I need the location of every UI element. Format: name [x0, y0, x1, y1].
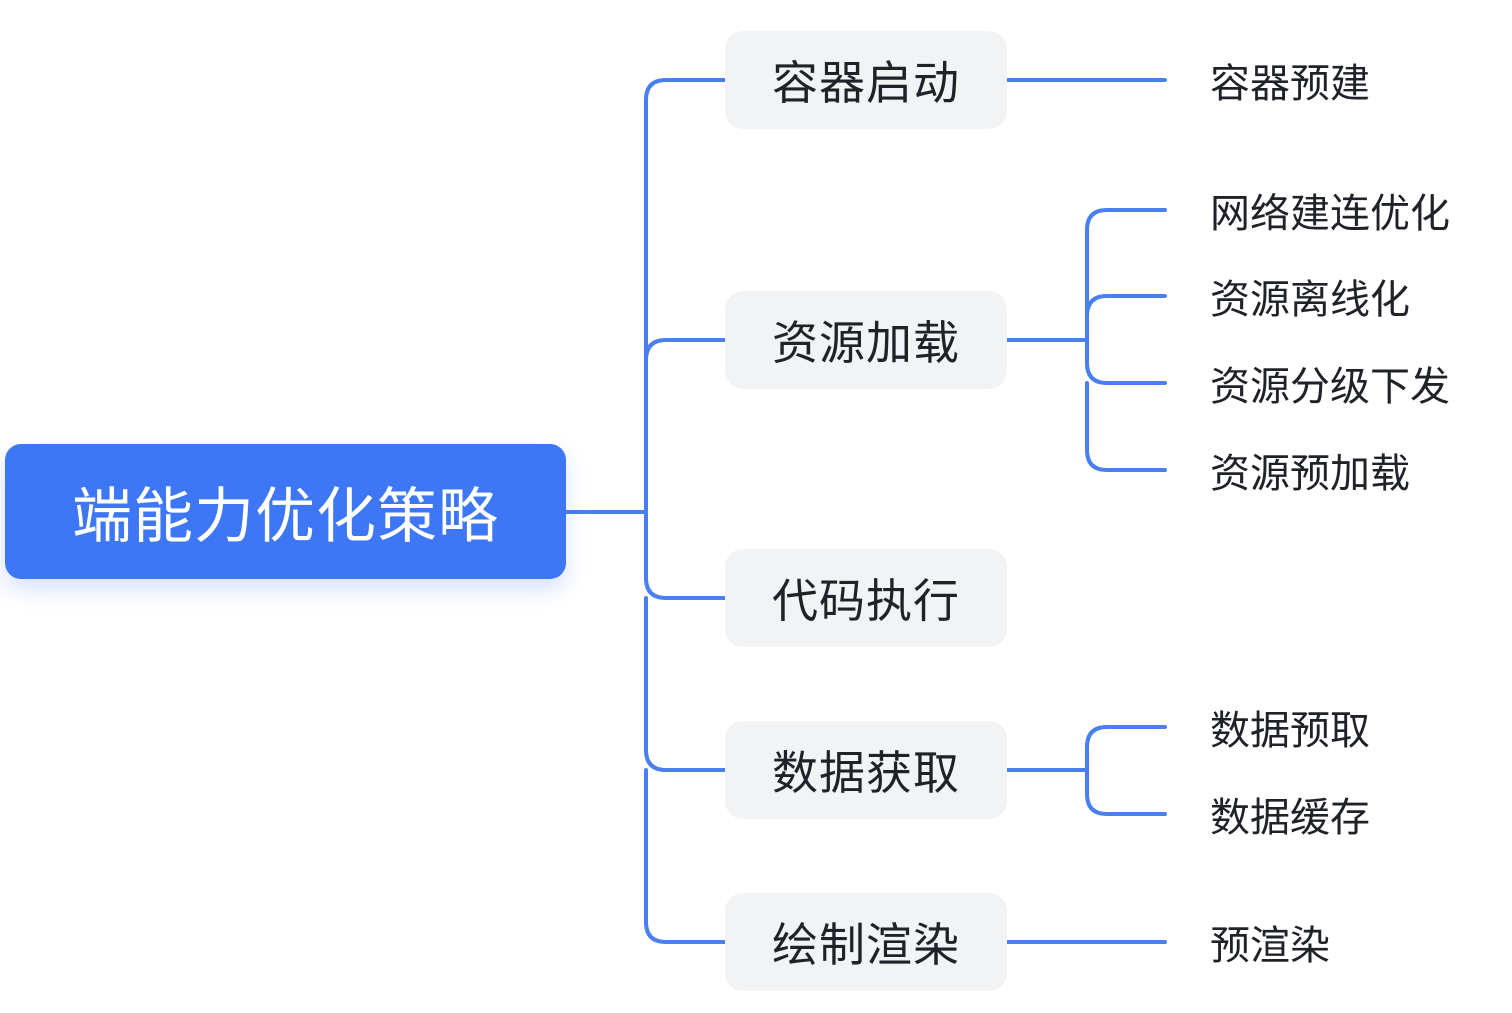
- leaf-node-wangluo-jianlian[interactable]: 网络建连优化: [1210, 191, 1450, 237]
- leaf-node-rongqi-yujian[interactable]: 容器预建: [1210, 61, 1370, 107]
- leaf-node-ziyuan-lixian[interactable]: 资源离线化: [1210, 277, 1410, 323]
- leaf-connector-huancun: [1085, 768, 1167, 816]
- branch-node-rongqi-qidong[interactable]: 容器启动: [725, 31, 1007, 129]
- leaf-connector-yuqu: [1085, 725, 1167, 772]
- leaf-connector-yujiazai: [1085, 381, 1167, 472]
- branch-connector-ziyuan: [644, 338, 727, 362]
- branch-connector-rongqi: [644, 78, 727, 514]
- branch-connector-shuju: [644, 596, 727, 772]
- leaf-node-shuju-yuqu[interactable]: 数据预取: [1210, 708, 1370, 754]
- leaf-node-ziyuan-fenji[interactable]: 资源分级下发: [1210, 364, 1450, 410]
- branch-connector-huizhi: [644, 768, 727, 944]
- leaf-connector-lixian: [1085, 294, 1167, 318]
- leaf-connector-fenji: [1085, 338, 1167, 385]
- leaf-node-shuju-huancun[interactable]: 数据缓存: [1210, 795, 1370, 841]
- leaf-node-yuxuanran[interactable]: 预渲染: [1210, 923, 1330, 969]
- leaf-connector-wangluo: [1085, 208, 1167, 342]
- branch-node-daima-zhixing[interactable]: 代码执行: [725, 549, 1007, 647]
- branch-node-ziyuan-jiazai[interactable]: 资源加载: [725, 291, 1007, 389]
- branch-node-shuju-huoqu[interactable]: 数据获取: [725, 721, 1007, 819]
- root-node[interactable]: 端能力优化策略: [5, 444, 566, 579]
- branch-node-huizhi-xuanran[interactable]: 绘制渲染: [725, 893, 1007, 991]
- branch-connector-daima: [644, 510, 727, 600]
- leaf-node-ziyuan-yujiazai[interactable]: 资源预加载: [1210, 451, 1410, 497]
